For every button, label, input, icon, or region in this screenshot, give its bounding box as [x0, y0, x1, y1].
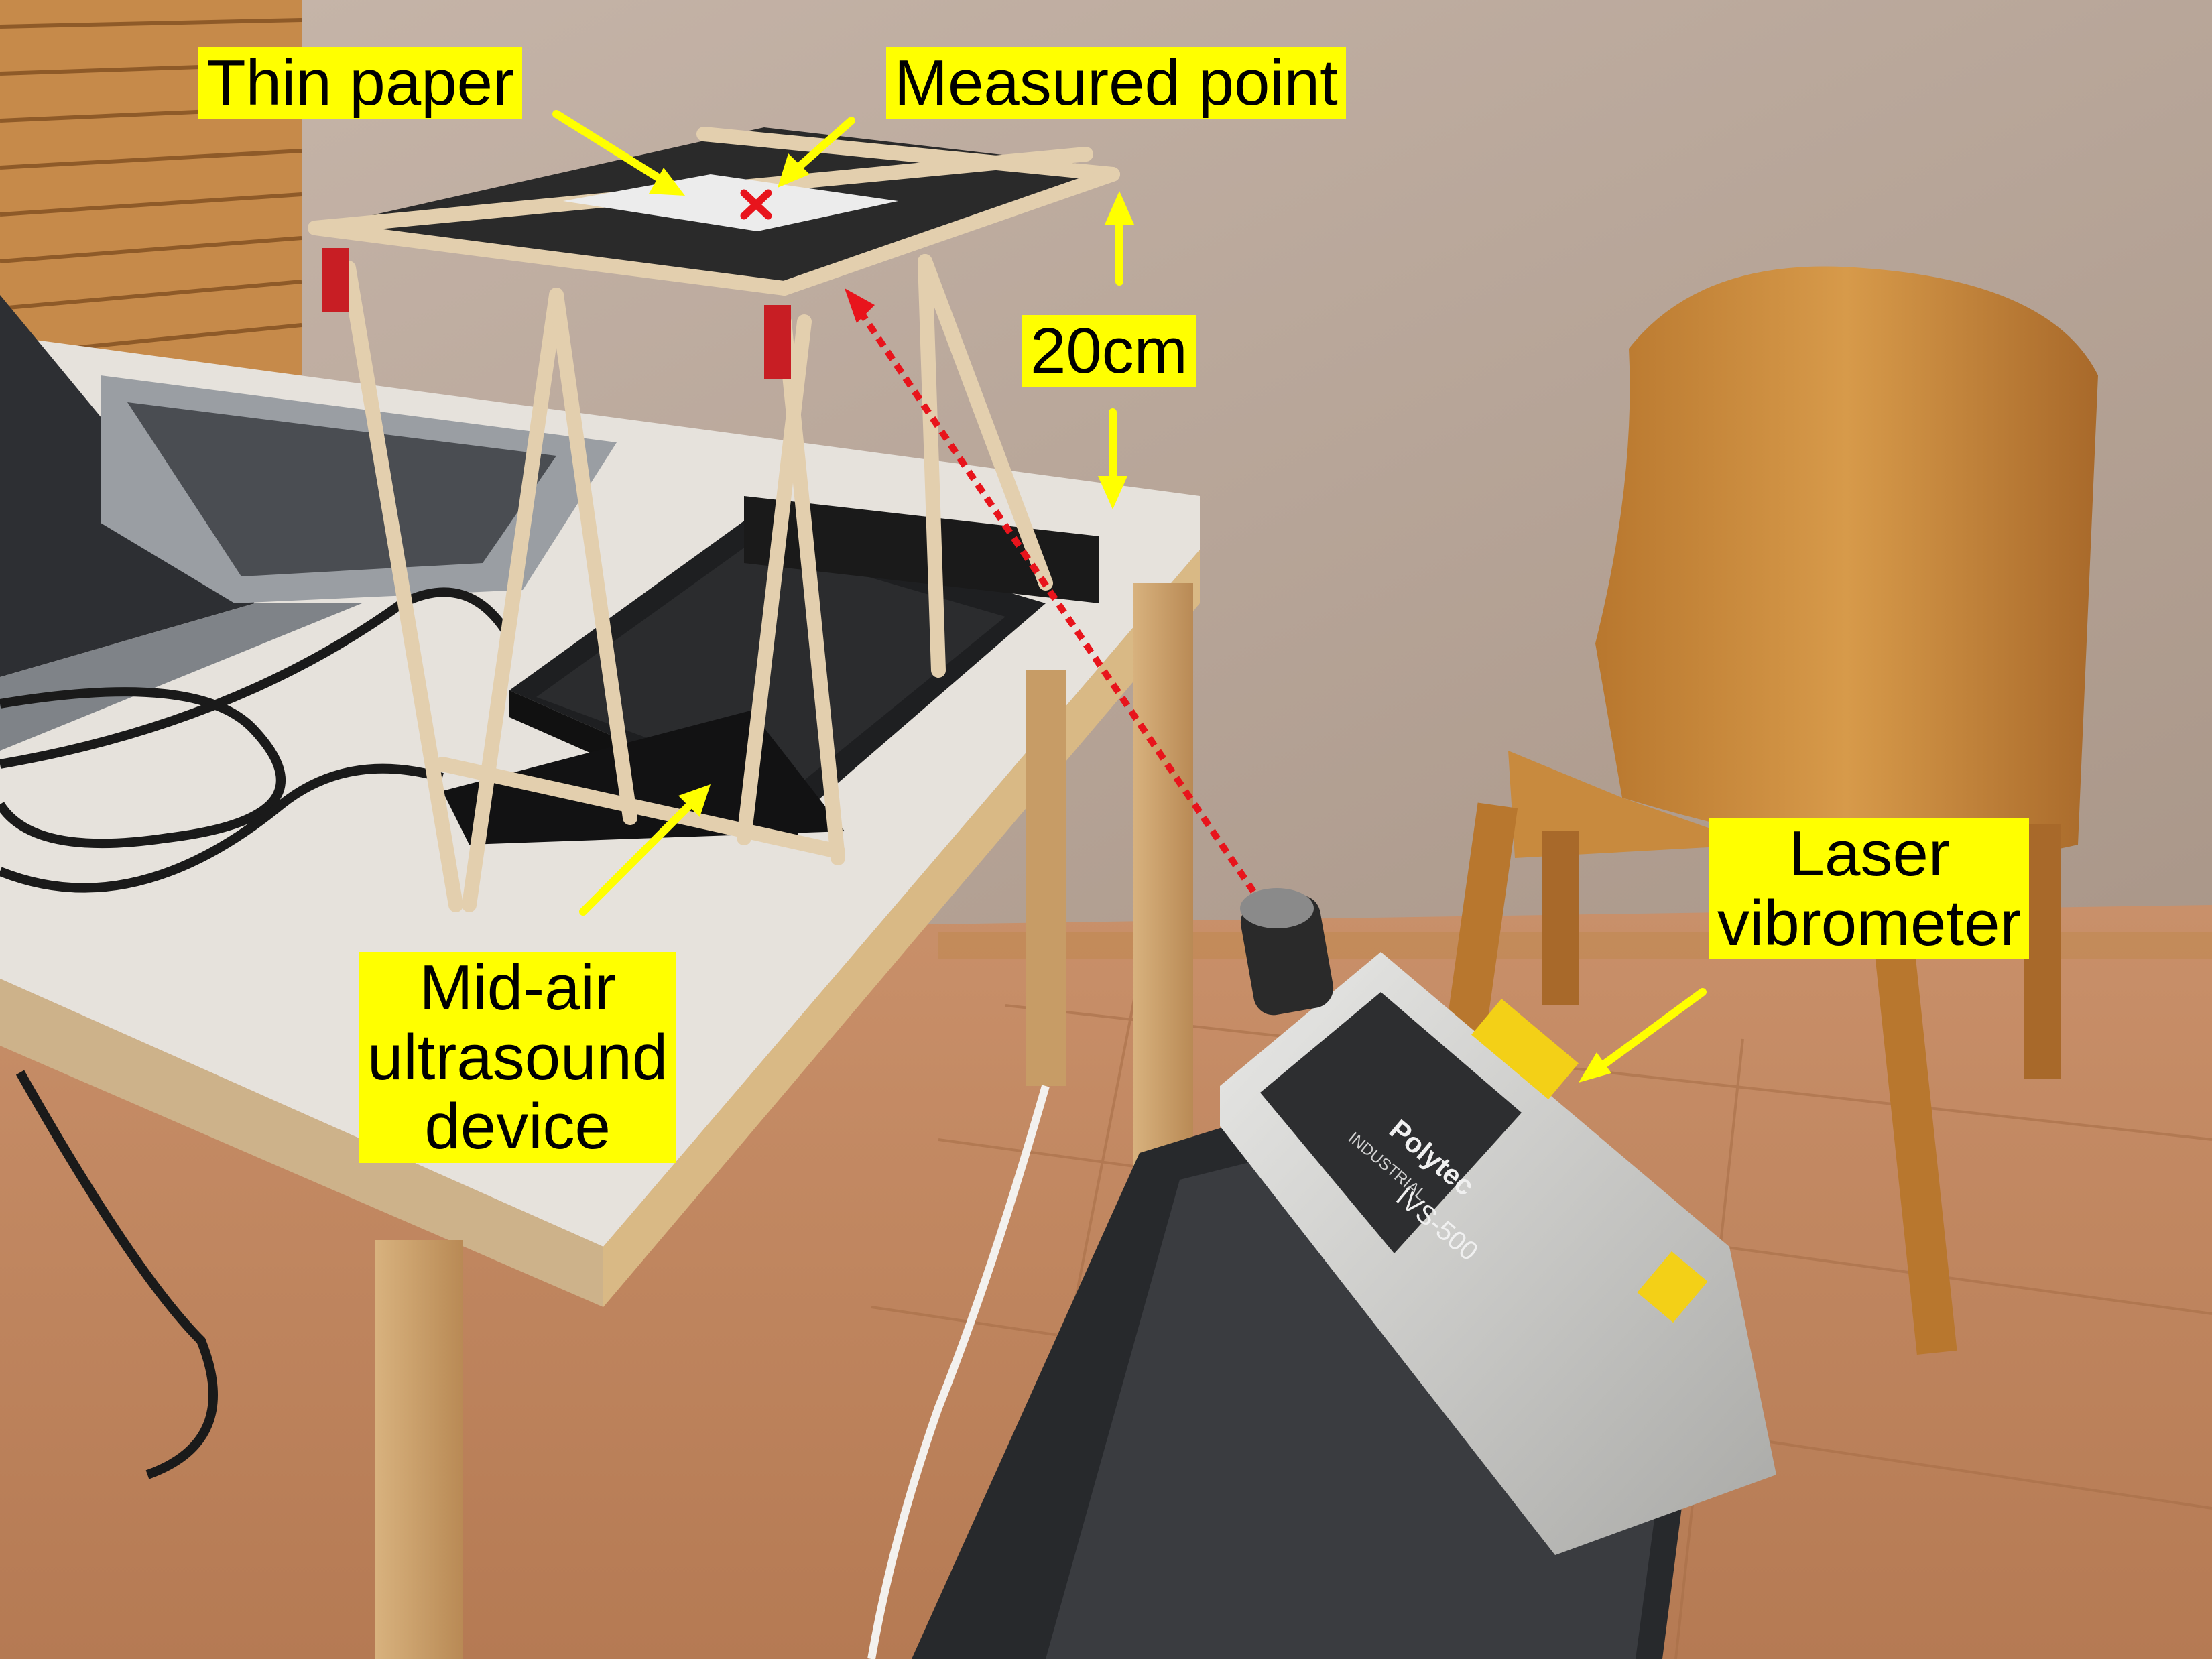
label-ultrasound-line-2: ultrasound [367, 1021, 668, 1093]
label-height: 20cm [1022, 315, 1196, 387]
white-cable [867, 1085, 1050, 1659]
label-ultrasound-line-3: device [424, 1091, 611, 1163]
black-backing-panel [744, 496, 1099, 603]
laptop [0, 295, 617, 751]
label-ultrasound-line-1: Mid-air [419, 952, 616, 1024]
red-clips [322, 248, 791, 379]
wooden-chair [1445, 266, 2098, 1355]
label-laser-vibrometer: Laser vibrometer [1709, 818, 2030, 960]
label-laser-line-2: vibrometer [1717, 887, 2022, 959]
measured-point-marker [740, 189, 772, 220]
label-thin-paper: Thin paper [198, 47, 522, 119]
label-laser-line-1: Laser [1788, 818, 1950, 889]
laser-arrow-head [845, 288, 875, 323]
thin-paper-sheet [563, 174, 898, 231]
label-measured-point: Measured point [886, 47, 1346, 119]
cables [0, 587, 514, 1479]
laser-vibrometer [1220, 888, 1776, 1555]
laser-path [848, 296, 1257, 894]
table-leg-front [375, 1240, 463, 1659]
table-leg-right [1133, 583, 1193, 1186]
table-leg-back [1026, 670, 1066, 1086]
annotation-arrows [552, 110, 1707, 1083]
label-ultrasound-device: Mid-air ultrasound device [359, 952, 676, 1164]
